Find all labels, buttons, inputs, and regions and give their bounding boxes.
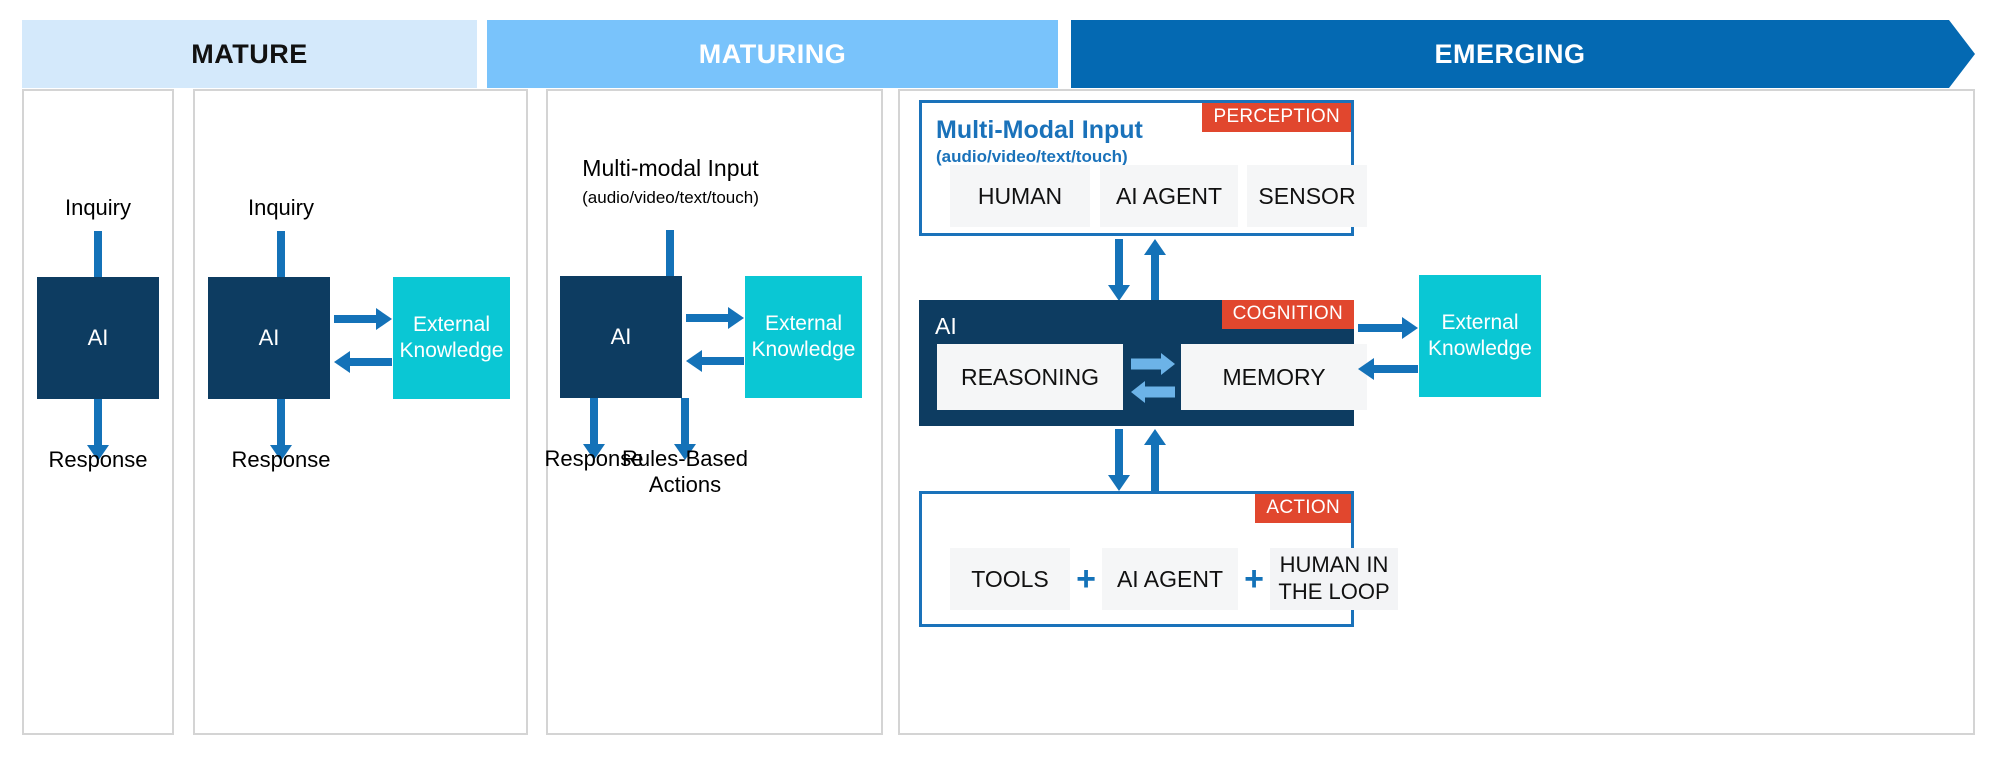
perception-chip-ai-agent: AI AGENT <box>1100 165 1238 227</box>
action-chip-ai-agent: AI AGENT <box>1102 548 1238 610</box>
action-chip-tools: TOOLS <box>950 548 1070 610</box>
panel-maturing: Multi-modal Input (audio/video/text/touc… <box>544 89 883 735</box>
arrow-reasoning-to-memory <box>1131 352 1175 376</box>
panel1-arrow-ai-to-response <box>81 399 115 461</box>
perception-title: Multi-Modal Input <box>936 116 1143 144</box>
action-plus-1: + <box>1076 560 1096 598</box>
perception-tag: PERCEPTION <box>1202 103 1351 132</box>
band-emerging-label: EMERGING <box>1434 38 1586 69</box>
panel2-external-knowledge-box: External Knowledge <box>393 277 510 399</box>
emerging-external-knowledge-box: External Knowledge <box>1419 275 1541 397</box>
panel2-arrow-ai-to-response <box>264 399 298 461</box>
panel3-output-label-1: Response <box>544 446 644 471</box>
arrow-perception-to-cognition <box>1106 239 1132 301</box>
panel3-arrow-ai-to-knowledge <box>686 303 744 333</box>
perception-chip-sensor: SENSOR <box>1247 165 1367 227</box>
panel2-input-label: Inquiry <box>247 195 315 220</box>
panel2-ai-label: AI <box>258 325 280 350</box>
arrow-cognition-to-perception <box>1142 239 1168 301</box>
perception-chip-human: HUMAN <box>950 165 1090 227</box>
arrow-knowledge-to-cognition <box>1358 354 1418 384</box>
panel3-input-subtitle: (audio/video/text/touch) <box>582 188 759 207</box>
panel2-output-label: Response <box>231 447 331 472</box>
panel1-ai-box: AI <box>37 277 159 399</box>
panel3-output-label-2: Rules-Based Actions <box>622 446 748 497</box>
cognition-tag: COGNITION <box>1221 300 1354 329</box>
band-mature: MATURE <box>22 20 477 88</box>
band-maturing: MATURING <box>487 20 1058 88</box>
panel3-arrow-ai-to-response <box>577 398 611 460</box>
panel-mature-basic: Inquiry AI Response <box>22 89 174 735</box>
perception-box: Multi-Modal Input (audio/video/text/touc… <box>919 100 1367 236</box>
panel3-ai-box: AI <box>560 276 682 398</box>
band-mature-label: MATURE <box>191 38 308 69</box>
panel-mature-rag: Inquiry AI External Knowledge Response <box>193 89 528 735</box>
arrow-cognition-to-knowledge <box>1358 313 1418 343</box>
panel3-ai-label: AI <box>610 324 632 349</box>
perception-subtitle: (audio/video/text/touch) <box>936 147 1128 166</box>
emerging-external-knowledge-label: External Knowledge <box>1428 310 1532 360</box>
panel2-arrow-knowledge-to-ai <box>334 347 392 377</box>
cognition-ai-label: AI <box>935 313 957 339</box>
panel1-input-label: Inquiry <box>64 195 132 220</box>
panel3-input-title: Multi-modal Input <box>582 155 759 181</box>
action-plus-2: + <box>1244 560 1264 598</box>
panel3-arrow-ai-to-actions <box>668 398 702 460</box>
panel-emerging: Multi-Modal Input (audio/video/text/touc… <box>898 89 1975 735</box>
action-chip-human-in-the-loop: HUMAN IN THE LOOP <box>1270 548 1398 610</box>
action-tag: ACTION <box>1255 494 1351 523</box>
panel2-external-knowledge-label: External Knowledge <box>399 312 504 362</box>
cognition-box: AI COGNITION REASONING MEMORY <box>919 300 1367 426</box>
arrow-cognition-to-action <box>1106 429 1132 491</box>
band-emerging-chevron-shape <box>1071 20 1975 88</box>
panel1-ai-label: AI <box>87 325 109 350</box>
band-emerging: EMERGING <box>1071 20 1975 88</box>
panel2-arrow-ai-to-knowledge <box>334 304 392 334</box>
arrow-memory-to-reasoning <box>1131 380 1175 404</box>
panel2-ai-box: AI <box>208 277 330 399</box>
panel3-external-knowledge-box: External Knowledge <box>745 276 862 398</box>
arrow-action-to-cognition <box>1142 429 1168 491</box>
action-box: ACTION TOOLS + AI AGENT + HUMAN IN THE L… <box>919 491 1398 627</box>
panel3-arrow-knowledge-to-ai <box>686 346 744 376</box>
panel3-external-knowledge-label: External Knowledge <box>751 311 856 361</box>
cognition-chip-reasoning: REASONING <box>937 344 1123 410</box>
cognition-chip-memory: MEMORY <box>1181 344 1367 410</box>
band-maturing-label: MATURING <box>698 38 847 69</box>
panel1-output-label: Response <box>48 447 148 472</box>
